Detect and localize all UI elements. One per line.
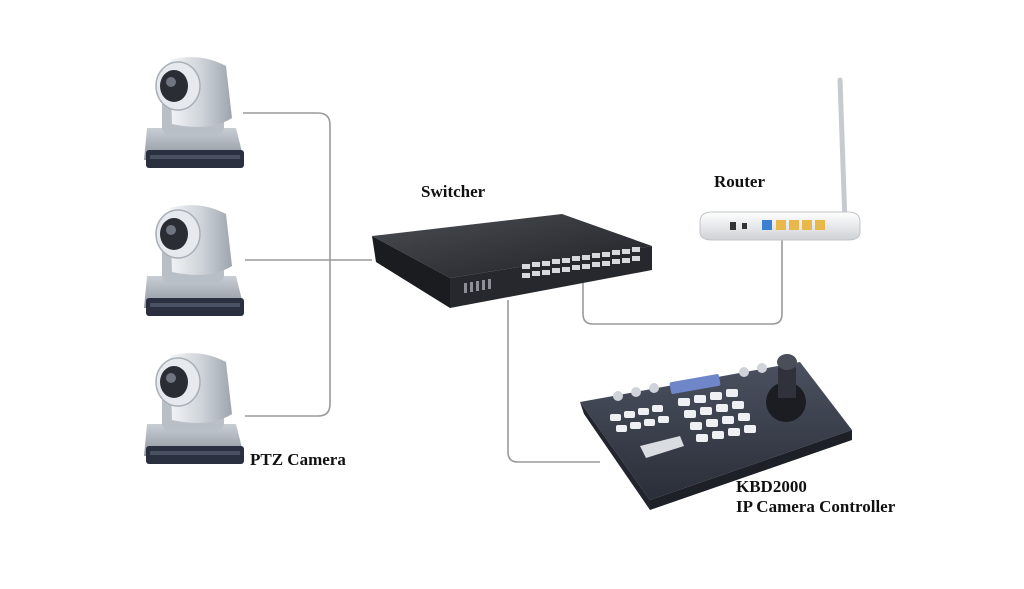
switch-ports [522, 247, 640, 278]
keyboard-description-label: IP Camera Controller [736, 496, 896, 516]
cables [243, 112, 783, 463]
switcher-label: Switcher [421, 182, 486, 201]
cable-switch-keyboard [507, 300, 600, 463]
ptz-camera-icon [143, 352, 245, 465]
ptz-camera-icon [144, 57, 244, 168]
keyboard-controller-icon [580, 354, 852, 510]
router-ports [776, 220, 825, 230]
cable-switch-router [582, 240, 783, 325]
cable-camera-1 [243, 112, 331, 417]
router-label: Router [714, 172, 765, 191]
keyboard-controller-label: KBD2000 IP Camera Controller [736, 477, 895, 516]
keypad-keys [610, 389, 756, 442]
ptz-camera-label: PTZ Camera [250, 450, 346, 469]
ptz-camera-icon [143, 204, 245, 317]
keyboard-model-label: KBD2000 [736, 477, 807, 496]
router-icon [699, 77, 861, 241]
switch-icon [372, 214, 652, 308]
